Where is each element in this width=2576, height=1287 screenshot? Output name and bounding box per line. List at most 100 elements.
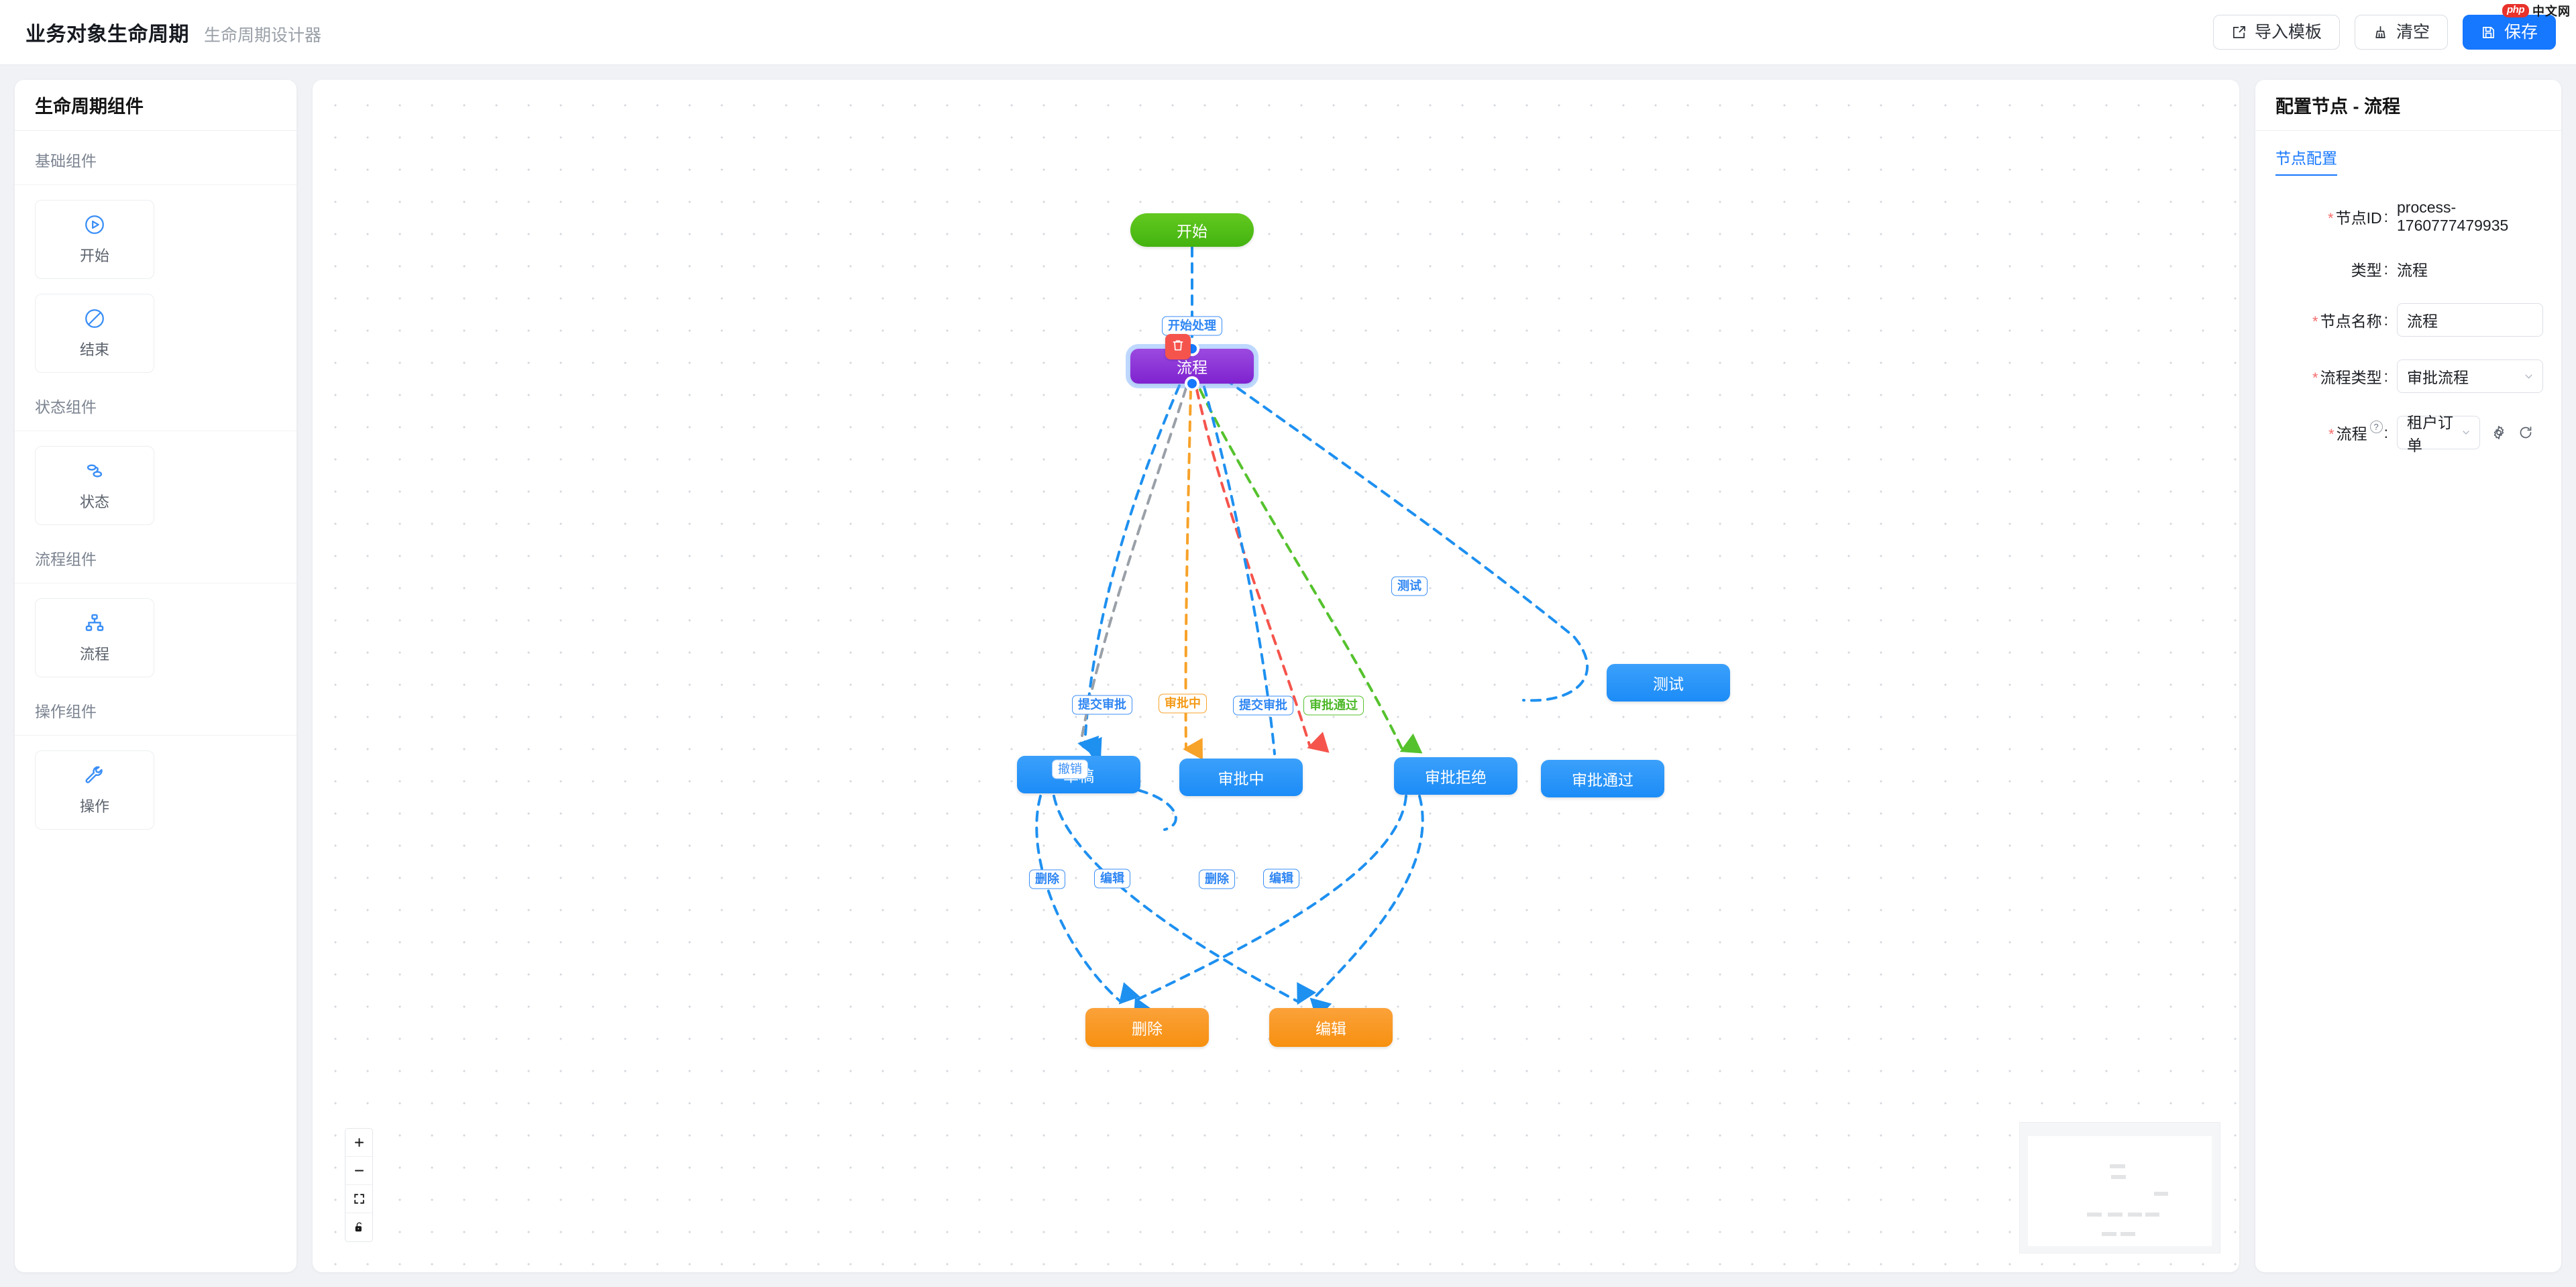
state-node-icon [83, 459, 106, 482]
minimap-node-3 [2087, 1213, 2102, 1217]
flow-edges [1035, 246, 1589, 1020]
group-title-basic: 基础组件 [15, 131, 297, 185]
flow-node-process[interactable]: 流程 [1126, 341, 1258, 391]
import-template-label: 导入模板 [2254, 22, 2322, 42]
zoom-out-button[interactable] [345, 1157, 372, 1185]
canvas-grid [313, 80, 2239, 1272]
field-node-id: * 节点ID : process-1760777479935 [2255, 199, 2561, 235]
minimap-node-6 [2145, 1213, 2159, 1217]
chevron-down-icon [2523, 371, 2534, 382]
minimap-node-8 [2121, 1232, 2135, 1236]
edge-label-3[interactable]: 审批中 [1159, 693, 1207, 714]
edge-label-6[interactable]: 撤销 [1052, 759, 1088, 779]
flow-settings-button[interactable] [2491, 425, 2507, 441]
edge-label-7[interactable]: 删除 [1029, 869, 1065, 889]
clear-button[interactable]: 清空 [2354, 15, 2448, 50]
canvas-minimap[interactable] [2019, 1122, 2220, 1253]
flow-node-test[interactable]: 测试 [1607, 664, 1730, 702]
brand: 业务对象生命周期 生命周期设计器 [25, 17, 321, 47]
field-type: 类型 : 流程 [2255, 258, 2561, 280]
edge-label-2[interactable]: 提交审批 [1072, 695, 1132, 715]
node-config-tabs: 节点配置 [2255, 131, 2561, 176]
field-type-label: 类型 : [2270, 258, 2388, 280]
components-panel: 生命周期组件 基础组件 开始 结束 状态组件 [15, 80, 297, 1272]
component-label-state: 状态 [79, 494, 109, 510]
colon: : [2383, 311, 2388, 329]
field-node-name-label-text: 节点名称 [2320, 313, 2382, 330]
wrench-icon [83, 764, 106, 787]
group-title-state: 状态组件 [15, 377, 297, 431]
node-port-bot[interactable] [1185, 376, 1199, 391]
flow-select[interactable]: 租户订单 [2397, 414, 2480, 454]
stop-circle-icon [83, 307, 106, 330]
minimap-node-7 [2102, 1232, 2116, 1236]
top-header-bar: 业务对象生命周期 生命周期设计器 导入模板 清空 [0, 0, 2576, 65]
edge-label-1[interactable]: 测试 [1391, 576, 1428, 596]
edge-label-5[interactable]: 审批通过 [1303, 695, 1364, 716]
field-node-name-label: * 节点名称 : [2270, 309, 2388, 331]
toolbar-actions: 导入模板 清空 保存 [2212, 15, 2556, 50]
field-node-id-value: process-1760777479935 [2397, 199, 2509, 234]
save-button[interactable]: 保存 [2462, 15, 2556, 50]
flow-node-approved[interactable]: 审批通过 [1541, 760, 1664, 797]
clear-label: 清空 [2396, 22, 2430, 42]
fit-view-button[interactable] [345, 1185, 372, 1213]
minimap-node-1 [2111, 1175, 2126, 1179]
help-icon[interactable]: ? [2369, 420, 2383, 433]
minimap-node-4 [2108, 1213, 2123, 1217]
trash-icon [1171, 339, 1185, 355]
field-flow-label-text: 流程 [2336, 425, 2367, 443]
edge-delete-button[interactable] [1165, 334, 1191, 359]
flow-node-label: 编辑 [1316, 1020, 1346, 1038]
field-node-id-label-text: 节点ID [2335, 209, 2382, 227]
tab-node-config[interactable]: 节点配置 [2275, 146, 2337, 176]
zoom-in-button[interactable] [345, 1129, 372, 1157]
required-asterisk: * [2328, 426, 2334, 443]
required-asterisk: * [2312, 370, 2318, 386]
node-config-panel: 配置节点 - 流程 节点配置 * 节点ID : process-17607774… [2255, 80, 2561, 1272]
flow-node-start[interactable]: 开始 [1130, 213, 1254, 247]
page-subtitle: 生命周期设计器 [204, 26, 322, 45]
flow-node-edit[interactable]: 编辑 [1269, 1008, 1393, 1047]
component-card-start[interactable]: 开始 [35, 200, 154, 279]
component-card-action[interactable]: 操作 [35, 750, 154, 830]
edge-label-8[interactable]: 编辑 [1094, 869, 1130, 889]
node-name-input[interactable]: 流程 [2397, 303, 2543, 337]
flow-refresh-button[interactable] [2518, 425, 2534, 441]
component-card-end[interactable]: 结束 [35, 294, 154, 373]
node-config-title: 配置节点 - 流程 [2255, 80, 2561, 131]
flow-node-delete[interactable]: 删除 [1085, 1008, 1209, 1047]
flow-type-select[interactable]: 审批流程 [2397, 359, 2543, 393]
flow-node-rejected[interactable]: 审批拒绝 [1394, 757, 1517, 795]
save-icon [2481, 25, 2496, 40]
field-flow-type-label-text: 流程类型 [2320, 369, 2382, 386]
canvas-zoom-toolbar [345, 1128, 373, 1242]
broom-icon [2373, 25, 2388, 40]
flow-canvas[interactable]: 开始流程草稿审批中审批拒绝审批通过测试删除编辑 开始处理测试提交审批审批中提交审… [313, 80, 2239, 1272]
component-card-process[interactable]: 流程 [35, 598, 154, 677]
field-type-value: 流程 [2397, 262, 2428, 279]
component-card-state[interactable]: 状态 [35, 446, 154, 525]
sitemap-icon [83, 612, 106, 634]
colon: : [2383, 207, 2388, 225]
field-flow-type: * 流程类型 : 审批流程 [2255, 359, 2561, 393]
import-icon [2231, 25, 2247, 40]
flow-type-select-value: 审批流程 [2407, 369, 2469, 386]
chevron-down-icon [2461, 427, 2471, 438]
field-flow-type-label: * 流程类型 : [2270, 365, 2388, 388]
field-type-label-text: 类型 [2351, 262, 2382, 279]
required-asterisk: * [2328, 210, 2334, 227]
field-node-id-label: * 节点ID : [2270, 205, 2388, 228]
flow-node-label: 审批拒绝 [1425, 769, 1487, 786]
edge-label-9[interactable]: 删除 [1199, 869, 1235, 889]
field-flow: * 流程 ? : 租户订单 [2255, 414, 2561, 454]
lock-toggle-button[interactable] [345, 1213, 372, 1241]
group-items-process: 流程 [15, 583, 297, 681]
edge-label-0[interactable]: 开始处理 [1162, 316, 1222, 336]
edge-label-10[interactable]: 编辑 [1263, 869, 1299, 889]
component-label-process: 流程 [79, 646, 109, 663]
edge-label-4[interactable]: 提交审批 [1233, 695, 1293, 716]
flow-node-pending[interactable]: 审批中 [1179, 759, 1303, 796]
watermark-php-badge: php [2502, 4, 2529, 17]
import-template-button[interactable]: 导入模板 [2212, 15, 2340, 50]
